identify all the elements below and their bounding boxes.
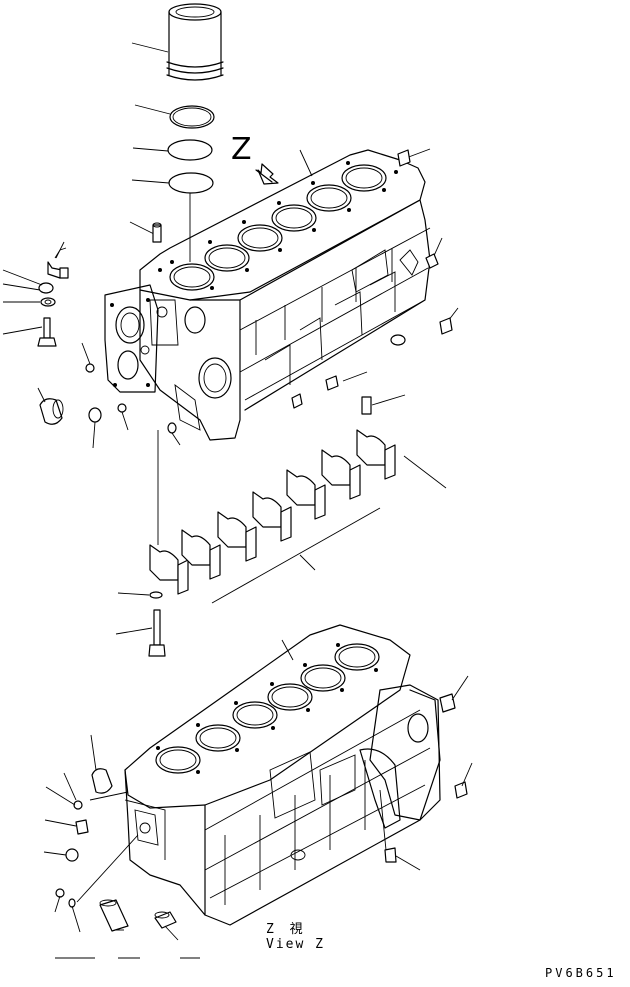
view-caption-japanese: Z 視: [266, 922, 307, 937]
leader-lines-left: [2, 241, 181, 449]
liner-o-rings: [167, 105, 215, 194]
view-z-marker: Z: [231, 132, 252, 167]
view-caption-english: View Z: [266, 937, 325, 952]
cylinder-liner: [166, 3, 224, 81]
cap-bolt: [115, 591, 166, 657]
leader-lines-top: [129, 42, 459, 489]
left-small-parts: [37, 247, 177, 434]
cylinder-block-lower: [124, 624, 441, 926]
view-direction-arrow-icon: [255, 163, 279, 185]
lower-small-parts: [55, 693, 468, 932]
front-plate: [104, 284, 159, 393]
drawing-code: PV6B651: [545, 966, 617, 980]
cylinder-block-upper: [139, 149, 431, 441]
main-bearing-caps: [149, 429, 396, 604]
dowel-pin: [152, 222, 162, 243]
upper-right-fittings: [291, 149, 453, 415]
leader-lines-lower: [43, 639, 473, 959]
